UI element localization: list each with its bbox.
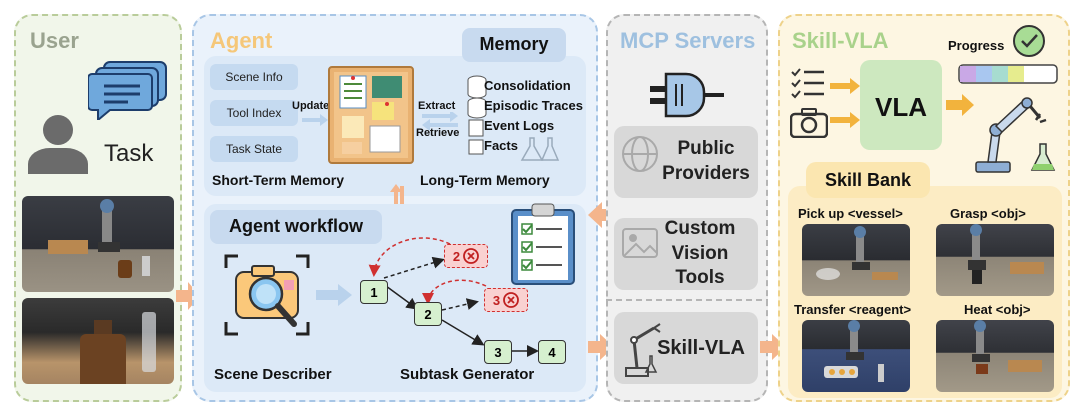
subtask-node-3: 3 bbox=[484, 340, 512, 364]
short-term-item-task-state: Task State bbox=[210, 136, 298, 162]
scene-describer-label: Scene Describer bbox=[214, 366, 332, 383]
skill-vla-mcp-label: Skill-VLA bbox=[657, 337, 745, 359]
skill-bank-title-box bbox=[806, 162, 930, 198]
subtask-node-1: 1 bbox=[360, 280, 388, 304]
vla-box bbox=[860, 60, 942, 150]
short-term-item-scene-info: Scene Info bbox=[210, 64, 298, 90]
plug-icon bbox=[650, 72, 724, 118]
vla-to-robot-arrow bbox=[946, 94, 974, 116]
bottle-closeup-photo bbox=[22, 298, 174, 384]
long-term-item-episodic-traces: Episodic Traces bbox=[484, 98, 583, 113]
skill-grasp-photo bbox=[936, 224, 1054, 296]
skill-bank-title: Skill Bank bbox=[824, 170, 912, 190]
long-term-memory-label: Long-Term Memory bbox=[420, 172, 550, 188]
failed-node-2-number: 2 bbox=[452, 248, 461, 264]
mcp-to-skill-vla-arrow bbox=[760, 334, 786, 360]
retrieve-label: Retrieve bbox=[416, 127, 460, 139]
long-term-item-facts: Facts bbox=[484, 138, 518, 153]
custom-vision-tools-box: Custom Vision Tools bbox=[614, 218, 758, 290]
camera-icon bbox=[790, 108, 828, 138]
robot-arm-outline-icon bbox=[625, 323, 661, 377]
progress-bar bbox=[958, 64, 1058, 84]
public-providers-box: Public Providers bbox=[614, 126, 758, 198]
extract-retrieve-arrows bbox=[422, 112, 458, 130]
inputs-to-vla-arrows bbox=[830, 78, 860, 128]
skill-transfer-photo bbox=[802, 320, 910, 392]
flask-icon bbox=[520, 137, 560, 161]
failed-node-3-number: 3 bbox=[492, 292, 501, 308]
check-circle-icon bbox=[1013, 25, 1045, 57]
custom-vision-tools-label: Custom Vision Tools bbox=[664, 217, 736, 289]
image-icon bbox=[622, 228, 658, 258]
skill-heat-label: Heat <obj> bbox=[964, 302, 1031, 317]
long-term-item-consolidation: Consolidation bbox=[484, 78, 571, 93]
mcp-to-agent-arrow bbox=[588, 202, 614, 228]
vla-label: VLA bbox=[875, 92, 927, 122]
skill-vla-mcp-box: Skill-VLA bbox=[614, 312, 758, 384]
short-term-memory-label: Short-Term Memory bbox=[212, 172, 344, 188]
long-term-item-event-logs: Event Logs bbox=[484, 118, 555, 133]
clipboard-checklist-icon bbox=[511, 203, 575, 285]
mcp-title: MCP Servers bbox=[620, 28, 756, 53]
globe-icon bbox=[622, 136, 658, 172]
skill-heat-photo bbox=[936, 320, 1054, 392]
workflow-title: Agent workflow bbox=[229, 216, 363, 236]
robot-scene-photo bbox=[22, 196, 174, 292]
subtask-node-2: 2 bbox=[414, 302, 442, 326]
public-providers-label: Public Providers bbox=[662, 138, 750, 184]
memory-title: Memory bbox=[479, 34, 549, 54]
scene-camera-icon bbox=[224, 254, 310, 336]
failed-subtask-node-3: 3 bbox=[484, 288, 528, 312]
progress-label: Progress bbox=[948, 38, 1005, 53]
update-arrow bbox=[302, 114, 328, 126]
describer-to-generator-arrow bbox=[316, 284, 352, 306]
task-list-icon bbox=[791, 68, 824, 99]
chat-bubbles-icon bbox=[88, 61, 167, 120]
skill-transfer-label: Transfer <reagent> bbox=[794, 302, 912, 317]
update-label: Update bbox=[292, 100, 330, 112]
skill-vla-title: Skill-VLA bbox=[792, 28, 889, 53]
task-label: Task bbox=[104, 140, 154, 167]
user-icon bbox=[28, 115, 88, 174]
fail-x-icon bbox=[463, 248, 480, 264]
mcp-divider bbox=[606, 299, 768, 301]
memory-title-box bbox=[462, 28, 566, 62]
user-title: User bbox=[30, 28, 79, 53]
workflow-title-box bbox=[210, 210, 382, 244]
subtask-graph-edges bbox=[368, 237, 539, 357]
subtask-node-4: 4 bbox=[538, 340, 566, 364]
corkboard-icon bbox=[328, 66, 414, 164]
agent-to-mcp-arrow bbox=[588, 334, 614, 360]
agent-title: Agent bbox=[210, 28, 273, 53]
failed-subtask-node-2: 2 bbox=[444, 244, 488, 268]
skill-pick-up-label: Pick up <vessel> bbox=[798, 206, 903, 221]
database-icon bbox=[467, 75, 487, 155]
skill-pick-up-photo bbox=[802, 224, 910, 296]
skill-grasp-label: Grasp <obj> bbox=[950, 206, 1026, 221]
extract-label: Extract bbox=[418, 100, 456, 112]
fail-x-icon bbox=[503, 292, 520, 308]
subtask-generator-label: Subtask Generator bbox=[400, 366, 535, 383]
short-term-item-tool-index: Tool Index bbox=[210, 100, 298, 126]
robot-arm-icon bbox=[975, 97, 1056, 173]
